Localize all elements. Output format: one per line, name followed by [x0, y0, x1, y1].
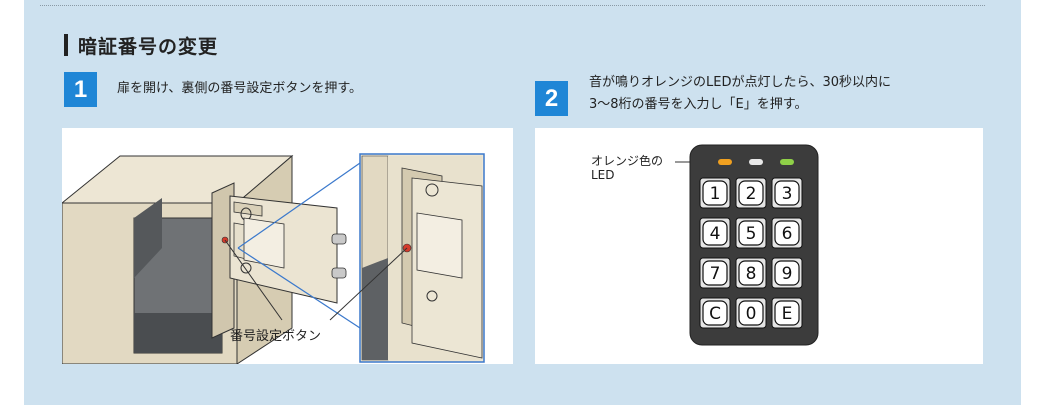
- heading-bar: [64, 34, 68, 56]
- keypad-key-e: E: [771, 297, 803, 329]
- keypad-key-label: 0: [746, 304, 757, 324]
- figure-safe-card: 番号設定ボタン: [60, 128, 513, 365]
- keypad-key-label: 8: [746, 264, 757, 284]
- safe-illustration: 番号設定ボタン: [60, 153, 485, 365]
- step-1-text: 扉を開け、裏側の番号設定ボタンを押す。: [117, 81, 363, 96]
- led-indicators: [718, 159, 794, 165]
- keypad-key-6: 6: [771, 217, 803, 249]
- keypad-key-4: 4: [699, 217, 731, 249]
- keypad-key-label: 6: [782, 224, 793, 244]
- keypad-key-3: 3: [771, 177, 803, 209]
- keypad-key-c: C: [699, 297, 731, 329]
- keypad-key-label: C: [709, 304, 721, 324]
- keypad-key-9: 9: [771, 257, 803, 289]
- step-2-text-line1: 音が鳴りオレンジのLEDが点灯したら、30秒以内に: [589, 75, 892, 90]
- step-2: 2 音が鳴りオレンジのLEDが点灯したら、30秒以内に 3〜8桁の番号を入力し「…: [535, 72, 891, 116]
- button-callout-label: 番号設定ボタン: [230, 328, 321, 344]
- keypad-key-5: 5: [735, 217, 767, 249]
- dotted-divider: [40, 5, 985, 6]
- led-label-line2: LED: [591, 168, 615, 182]
- step-2-number: 2: [535, 81, 568, 116]
- led-label-line1: オレンジ色の: [591, 154, 663, 168]
- keypad-key-8: 8: [735, 257, 767, 289]
- keypad-illustration: オレンジ色の LED 1 2 3 4 5 6 7 8 9C 0 E: [591, 144, 819, 346]
- keypad-key-label: 3: [782, 184, 793, 204]
- led-white: [749, 159, 763, 165]
- keypad-key-label: 1: [710, 184, 721, 204]
- keypad-key-label: E: [782, 304, 793, 324]
- step-2-text-line2: 3〜8桁の番号を入力し「E」を押す。: [589, 97, 808, 112]
- step-1-number: 1: [64, 72, 97, 107]
- step-1: 1 扉を開け、裏側の番号設定ボタンを押す。: [64, 72, 362, 107]
- section-heading: 暗証番号の変更: [64, 32, 218, 58]
- keypad-keys: 1 2 3 4 5 6 7 8 9C 0 E: [699, 177, 803, 329]
- keypad-key-0: 0: [735, 297, 767, 329]
- keypad-key-label: 7: [710, 264, 721, 284]
- keypad-key-2: 2: [735, 177, 767, 209]
- section-title: 暗証番号の変更: [78, 35, 219, 58]
- keypad-key-1: 1: [699, 177, 731, 209]
- keypad-key-label: 9: [782, 264, 793, 284]
- step-2-text: 音が鳴りオレンジのLEDが点灯したら、30秒以内に 3〜8桁の番号を入力し「E」…: [589, 72, 891, 116]
- keypad-key-7: 7: [699, 257, 731, 289]
- led-orange: [718, 159, 732, 165]
- keypad-key-label: 2: [746, 184, 757, 204]
- keypad-key-label: 5: [746, 224, 757, 244]
- keypad-key-label: 4: [710, 224, 721, 244]
- led-green: [780, 159, 794, 165]
